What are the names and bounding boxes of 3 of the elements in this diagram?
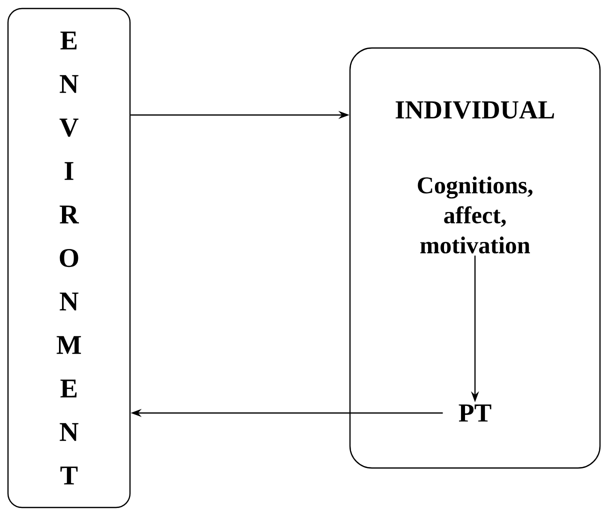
rounded-box: E N V I R O N M E N T bbox=[7, 8, 131, 508]
label-text: Cognitions, affect, motivation bbox=[418, 176, 532, 254]
label-text: PT bbox=[458, 404, 492, 422]
